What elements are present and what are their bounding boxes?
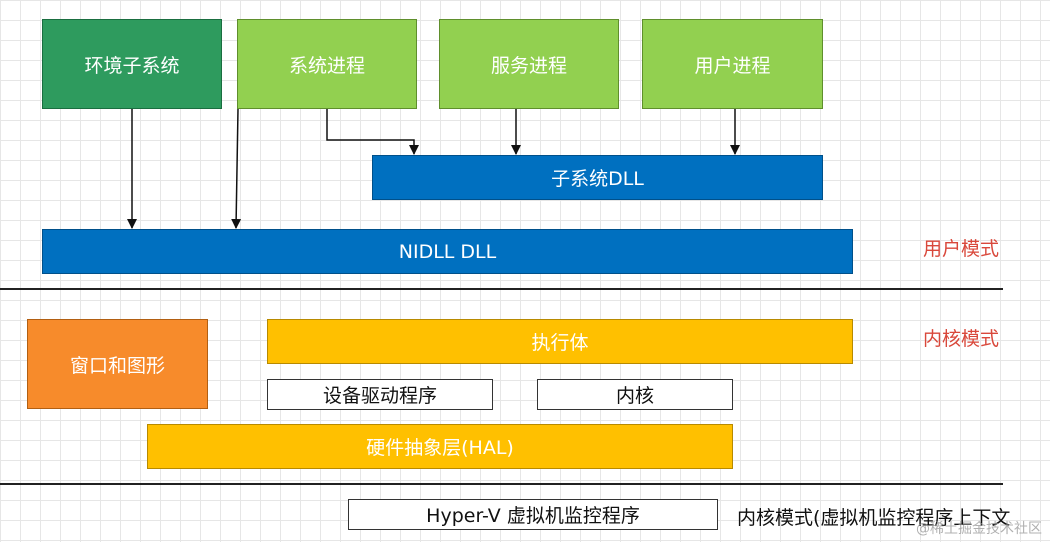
user-process-box: 用户进程 [642, 19, 823, 109]
service-process-box: 服务进程 [439, 19, 619, 109]
executive-box: 执行体 [267, 319, 853, 364]
kernel-hypervisor-divider [0, 483, 1003, 485]
hypervisor-mode-label: 内核模式(虚拟机监控程序上下文 [737, 507, 1011, 529]
hal-box: 硬件抽象层(HAL) [147, 424, 733, 469]
system-process-box: 系统进程 [237, 19, 417, 109]
watermark: @稀土掘金技术社区 [916, 521, 1042, 537]
ntdll-box: NIDLL DLL [42, 229, 853, 274]
arrow-system-process-to-subsystem-dll [326, 109, 419, 155]
kernel-mode-label: 内核模式 [923, 328, 1000, 350]
hyperv-box: Hyper-V 虚拟机监控程序 [348, 499, 718, 530]
env-subsystem-box: 环境子系统 [42, 19, 222, 109]
window-graphics-box: 窗口和图形 [27, 319, 208, 409]
kernel-box: 内核 [537, 379, 733, 410]
subsystem-dll-box: 子系统DLL [372, 155, 823, 200]
user-mode-label: 用户模式 [923, 238, 1000, 260]
device-drivers-box: 设备驱动程序 [267, 379, 493, 410]
arrow-system-process-to-ntdll [231, 108, 242, 229]
user-kernel-divider [0, 288, 1003, 290]
